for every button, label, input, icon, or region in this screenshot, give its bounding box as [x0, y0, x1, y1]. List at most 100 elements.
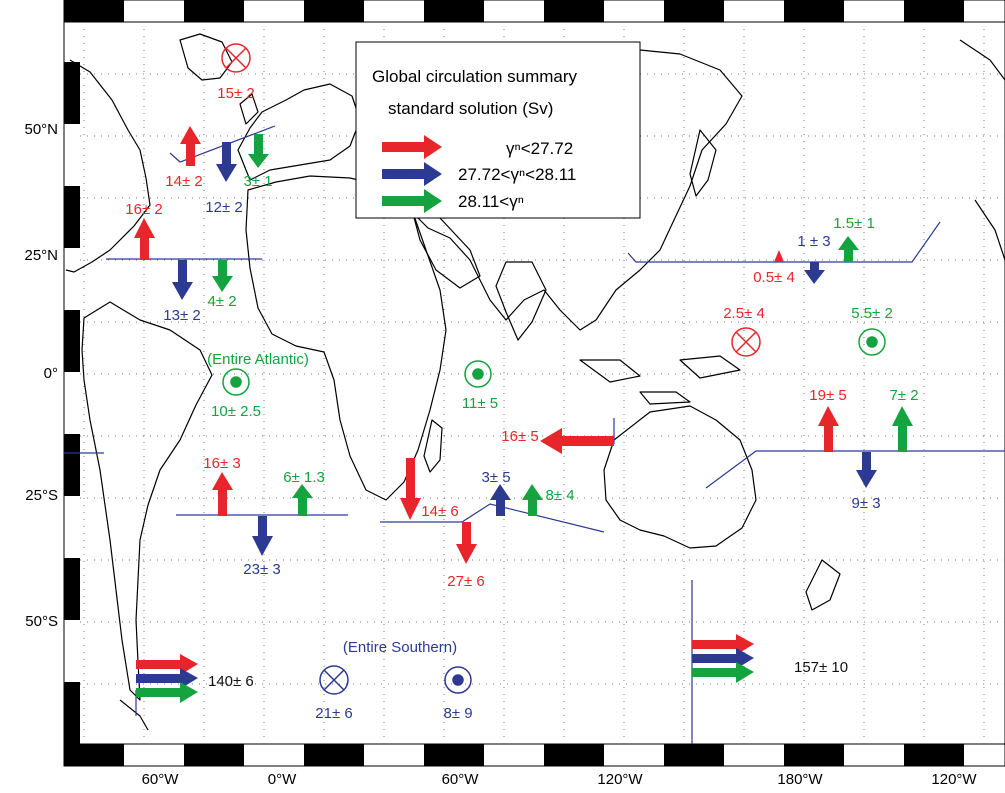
transport-label: 13± 2	[163, 307, 200, 324]
arrow-sa-green	[692, 662, 754, 683]
vertical-flux-symbols	[221, 43, 886, 695]
coast-south-america	[81, 301, 213, 701]
transport-label: 16± 3	[203, 455, 240, 472]
transport-label: 12± 2	[205, 199, 242, 216]
sym-15-2	[221, 43, 251, 73]
arrow-7-2	[892, 406, 913, 452]
map-frame	[63, 0, 1005, 767]
transport-label: 11± 5	[462, 395, 498, 412]
flux-arrows	[134, 126, 913, 703]
transport-label: 21± 6	[315, 705, 352, 722]
label-entire-southern: (Entire Southern)	[343, 639, 457, 656]
transport-label: 10± 2.5	[211, 403, 261, 420]
section-32s-indian	[380, 503, 605, 533]
arrow-0-5-4	[774, 250, 784, 262]
arrow-14-6	[400, 458, 421, 520]
legend-title: Global circulation summary	[372, 67, 578, 86]
transport-label: 3± 5	[481, 469, 510, 486]
transport-label: 1 ± 3	[797, 233, 830, 250]
arrow-4-2	[212, 260, 233, 292]
legend-arrow-red	[382, 135, 442, 159]
arrow-sa-blue	[692, 648, 754, 669]
coast-east-pacific	[959, 39, 1005, 261]
arrow-6-1-3	[292, 484, 313, 516]
sym-5-5-2	[858, 328, 886, 356]
transport-label: 14± 6	[421, 503, 458, 520]
arrow-13-2	[172, 260, 193, 300]
transport-label: 5.5± 2	[851, 305, 893, 322]
legend-arrow-green	[382, 189, 442, 213]
arrow-16-2	[134, 218, 155, 260]
coast-india	[495, 261, 547, 341]
section-48n	[169, 125, 276, 163]
label-entire-atlantic: (Entire Atlantic)	[207, 351, 309, 368]
y-tick-label: 0°	[44, 365, 58, 382]
sym-8-9	[444, 666, 472, 694]
legend-entry-red: γⁿ<27.72	[506, 139, 573, 158]
transport-label: 3± 1	[243, 173, 272, 190]
y-tick-label: 50°S	[25, 613, 58, 630]
sym-21-6	[319, 665, 349, 695]
sym-2-5-4	[731, 327, 761, 357]
transport-label: 9± 3	[851, 495, 880, 512]
section-28s-pacific	[705, 450, 1005, 489]
arrow-1-5-1	[838, 236, 859, 262]
arrow-16-5	[540, 428, 614, 454]
x-tick-label: 120°W	[597, 771, 643, 788]
legend-arrow-blue	[382, 162, 442, 186]
y-tick-label: 50°N	[24, 121, 58, 138]
coast-australia	[603, 405, 757, 549]
arrow-14-2	[180, 126, 201, 166]
arrow-23-3	[252, 516, 273, 556]
x-axis-ticks: 60°W 0°W 60°W 120°W 180°W 120°W	[142, 771, 978, 788]
coast-antarctic-peninsula	[119, 699, 149, 731]
arrow-1-3	[804, 262, 825, 284]
coast-arabia	[411, 209, 481, 289]
legend-subtitle: standard solution (Sv)	[388, 99, 553, 118]
legend-entry-green: 28.11<γⁿ	[458, 192, 524, 211]
transport-label: 19± 5	[809, 387, 846, 404]
transport-label: 27± 6	[447, 573, 484, 590]
section-24n-pacific	[627, 221, 941, 263]
legend-entry-blue: 27.72<γⁿ<28.11	[458, 165, 576, 184]
transport-label: 16± 2	[125, 201, 162, 218]
x-tick-label: 0°W	[268, 771, 297, 788]
transport-label: 6± 1.3	[283, 469, 325, 486]
coast-indonesia	[579, 355, 741, 405]
transport-label: 4± 2	[207, 293, 236, 310]
x-tick-label: 60°W	[142, 771, 180, 788]
transport-label: 157± 10	[794, 659, 848, 676]
arrow-9-3	[856, 452, 877, 488]
arrow-3-1	[248, 134, 269, 168]
sym-11-5	[464, 360, 492, 388]
x-tick-label: 180°W	[777, 771, 823, 788]
transport-label: 15± 2	[217, 85, 254, 102]
transport-label: 7± 2	[889, 387, 918, 404]
transport-labels: 15± 2 14± 212± 23± 1 16± 2 13± 2 4± 2 10± 2.5…	[125, 85, 918, 722]
coast-north-america	[65, 59, 151, 273]
coast-greenland	[179, 33, 233, 81]
transport-label: 8± 4	[545, 487, 574, 504]
arrow-drake-red	[136, 654, 198, 675]
arrow-16-3	[212, 472, 233, 516]
transport-label: 1.5± 1	[833, 215, 875, 232]
transport-label: 14± 2	[165, 173, 202, 190]
arrow-drake-green	[136, 682, 198, 703]
transport-label: 140± 6	[208, 673, 254, 690]
transport-label: 2.5± 4	[723, 305, 765, 322]
arrow-drake-blue	[136, 668, 198, 689]
arrow-8-4	[522, 484, 543, 516]
transport-label: 16± 5	[501, 428, 538, 445]
legend: Global circulation summary standard solu…	[355, 41, 641, 219]
transport-label: 0.5± 4	[753, 269, 795, 286]
sym-10-2-5	[222, 368, 250, 396]
section-lines	[64, 125, 1005, 744]
y-axis-ticks: 50°N25°N0°25°S50°S	[24, 121, 58, 630]
y-tick-label: 25°N	[24, 247, 58, 264]
x-tick-label: 60°W	[442, 771, 480, 788]
transport-label: 23± 3	[243, 561, 280, 578]
arrow-19-5	[818, 406, 839, 452]
x-tick-label: 120°W	[931, 771, 977, 788]
